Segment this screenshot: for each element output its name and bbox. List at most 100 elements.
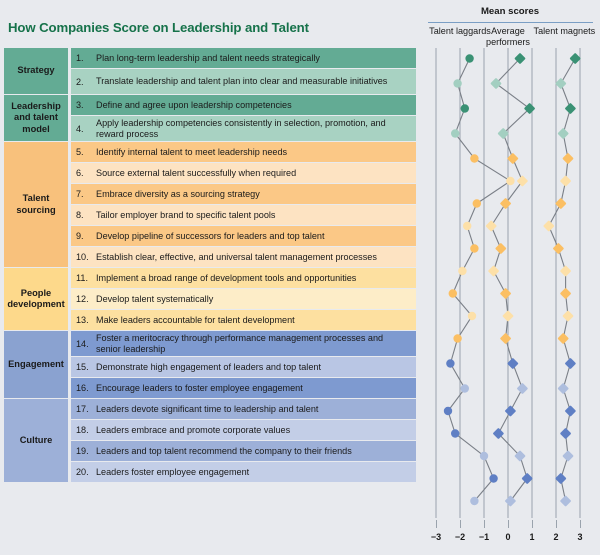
table-row[interactable]: 6.Source external talent successfully wh… [71, 163, 416, 184]
data-point[interactable] [560, 428, 572, 440]
data-point[interactable] [488, 265, 500, 277]
data-point[interactable] [524, 103, 536, 115]
table-row[interactable]: 11.Implement a broad range of developmen… [71, 268, 416, 289]
data-point[interactable] [521, 473, 533, 485]
table-row[interactable]: 2.Translate leadership and talent plan i… [71, 69, 416, 95]
data-point[interactable] [458, 266, 467, 276]
table-row[interactable]: 19.Leaders and top talent recommend the … [71, 441, 416, 462]
group-category-label: Leadership and talent model [4, 95, 68, 142]
group-rows: 1. Plan long-term leadership and talent n… [71, 48, 416, 95]
table-row[interactable]: 9.Develop pipeline of successors for lea… [71, 226, 416, 247]
data-point[interactable] [443, 406, 453, 416]
data-point[interactable] [514, 450, 526, 462]
data-point[interactable] [553, 243, 565, 255]
data-point[interactable] [493, 428, 505, 440]
data-point[interactable] [485, 220, 497, 232]
data-point[interactable] [460, 104, 469, 113]
table-row[interactable]: 12.Develop talent systematically [71, 289, 416, 310]
data-point[interactable] [479, 451, 489, 461]
data-point[interactable] [557, 333, 569, 345]
data-point[interactable] [472, 199, 481, 208]
row-text: Plan long-term leadership and talent nee… [96, 52, 320, 63]
data-point[interactable] [562, 450, 574, 462]
data-point[interactable] [569, 53, 581, 65]
group-category-label: People development [4, 268, 68, 331]
data-point[interactable] [448, 289, 457, 298]
table-row[interactable]: 18. Leaders embrace and promote corporate… [71, 420, 416, 441]
data-point[interactable] [560, 265, 572, 277]
data-point[interactable] [505, 405, 517, 417]
data-point[interactable] [463, 221, 472, 231]
data-point[interactable] [555, 473, 567, 485]
data-point[interactable] [451, 129, 460, 138]
table-row[interactable]: 5.Identify internal talent to meet leade… [71, 142, 416, 163]
data-point[interactable] [470, 496, 479, 506]
data-point[interactable] [517, 175, 529, 187]
data-point[interactable] [500, 198, 512, 210]
data-point[interactable] [497, 128, 509, 140]
row-text: Leaders embrace and promote corporate va… [96, 424, 291, 435]
data-point[interactable] [495, 243, 507, 255]
data-point[interactable] [565, 103, 577, 115]
data-point[interactable] [565, 358, 577, 370]
x-tick-label: −2 [454, 532, 466, 542]
x-tick-mark [556, 520, 557, 528]
data-point[interactable] [562, 153, 574, 165]
data-point[interactable] [446, 359, 455, 368]
data-point[interactable] [514, 53, 526, 65]
x-tick-mark [436, 520, 437, 528]
data-point[interactable] [489, 474, 498, 483]
data-point[interactable] [557, 383, 569, 395]
row-number: 4. [76, 123, 84, 134]
table-row[interactable]: 16.Encourage leaders to foster employee … [71, 378, 416, 399]
table-row[interactable]: 13.Make leaders accountable for talent d… [71, 310, 416, 331]
data-point[interactable] [467, 311, 477, 321]
data-point[interactable] [505, 495, 517, 507]
table-row[interactable]: 4.Apply leadership competencies consiste… [71, 116, 416, 142]
data-point[interactable] [506, 176, 515, 186]
data-point[interactable] [465, 54, 474, 63]
x-tick-mark [532, 520, 533, 528]
data-point[interactable] [502, 310, 514, 322]
table-row[interactable]: 14.Foster a meritocracy through performa… [71, 331, 416, 357]
data-point[interactable] [555, 198, 567, 210]
group-category-label: Talent sourcing [4, 142, 68, 268]
data-point[interactable] [560, 175, 572, 187]
table-row[interactable]: 17.Leaders devote significant time to le… [71, 399, 416, 420]
data-point[interactable] [507, 358, 519, 370]
data-point[interactable] [543, 220, 555, 232]
data-point[interactable] [500, 288, 512, 300]
data-point[interactable] [562, 310, 574, 322]
data-point[interactable] [560, 288, 572, 300]
data-point[interactable] [560, 495, 572, 507]
data-point[interactable] [451, 429, 460, 438]
data-point[interactable] [470, 154, 479, 163]
row-number: 17. [76, 404, 89, 414]
data-point[interactable] [555, 78, 567, 90]
data-point[interactable] [507, 153, 519, 165]
data-point[interactable] [565, 405, 577, 417]
data-point[interactable] [453, 79, 462, 88]
table-row[interactable]: 1. Plan long-term leadership and talent n… [71, 48, 416, 69]
table-row[interactable]: 8.Tailor employer brand to specific tale… [71, 205, 416, 226]
data-point[interactable] [490, 78, 502, 90]
table-row[interactable]: 7.Embrace diversity as a sourcing strate… [71, 184, 416, 205]
data-point[interactable] [453, 334, 462, 343]
data-point[interactable] [500, 333, 512, 345]
row-number: 1. [76, 53, 84, 63]
table-row[interactable]: 3.Define and agree upon leadership compe… [71, 95, 416, 116]
data-point[interactable] [460, 384, 469, 393]
table-row[interactable]: 15.Demonstrate high engagement of leader… [71, 357, 416, 378]
table-row[interactable]: 20.Leaders foster employee engagement [71, 462, 416, 483]
group-rows: 5.Identify internal talent to meet leade… [71, 142, 416, 268]
data-point[interactable] [517, 383, 529, 395]
row-number: 18. [76, 425, 89, 435]
row-number: 2. [76, 76, 84, 87]
data-point[interactable] [557, 128, 569, 140]
table-row[interactable]: 10.Establish clear, effective, and unive… [71, 247, 416, 268]
data-point[interactable] [470, 244, 479, 253]
